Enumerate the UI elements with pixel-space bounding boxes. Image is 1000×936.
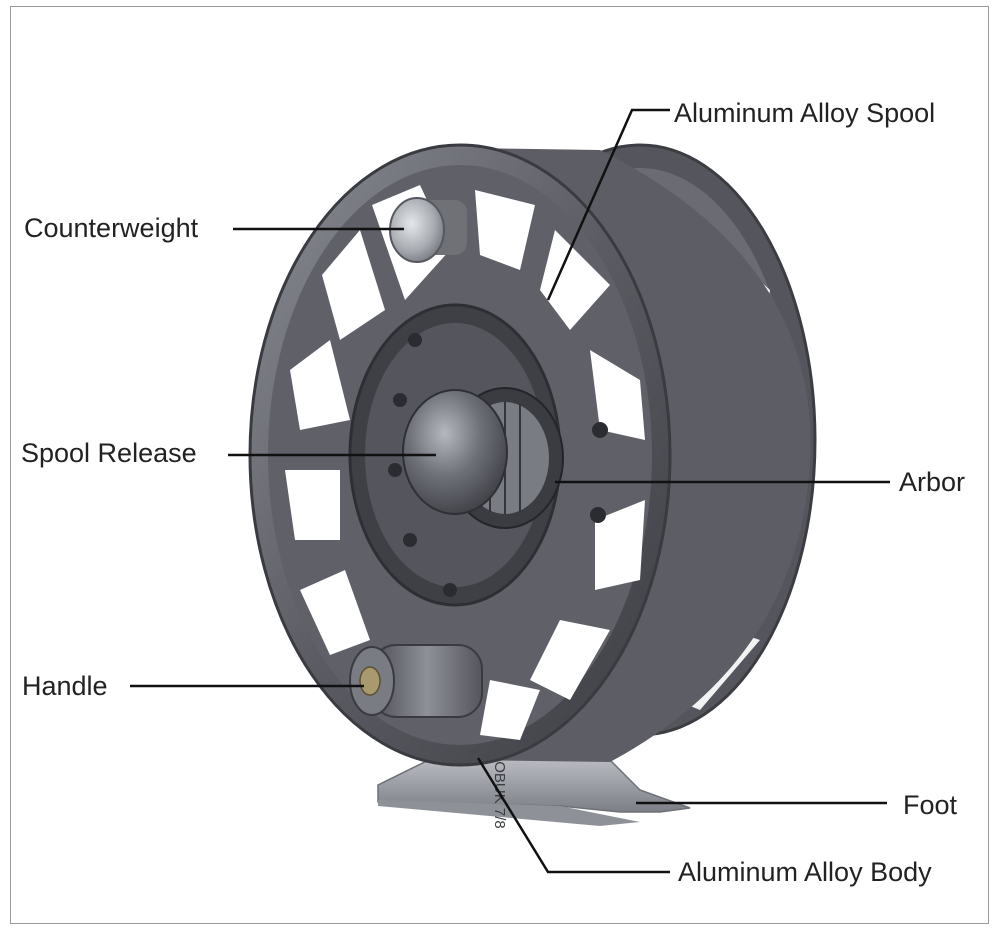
leader-lines: [130, 108, 890, 874]
label-spool-release: Spool Release: [21, 438, 197, 468]
label-foot: Foot: [903, 790, 958, 820]
label-arbor: Arbor: [899, 467, 966, 497]
leader-aluminum-alloy-body: [476, 757, 670, 874]
engraving-text: KOBUK 7/8: [491, 751, 508, 829]
label-aluminum-alloy-body: Aluminum Alloy Body: [678, 857, 932, 887]
spool-release-knob: [402, 389, 508, 515]
image-frame: [10, 6, 989, 924]
label-counterweight: Counterweight: [24, 213, 199, 243]
handle-part: [349, 644, 483, 718]
counterweight-part: [389, 197, 467, 263]
leader-aluminum-alloy-spool: [546, 108, 670, 301]
label-handle: Handle: [22, 671, 108, 701]
label-aluminum-alloy-spool: Aluminum Alloy Spool: [674, 98, 936, 128]
spool-cutouts: [285, 185, 645, 740]
